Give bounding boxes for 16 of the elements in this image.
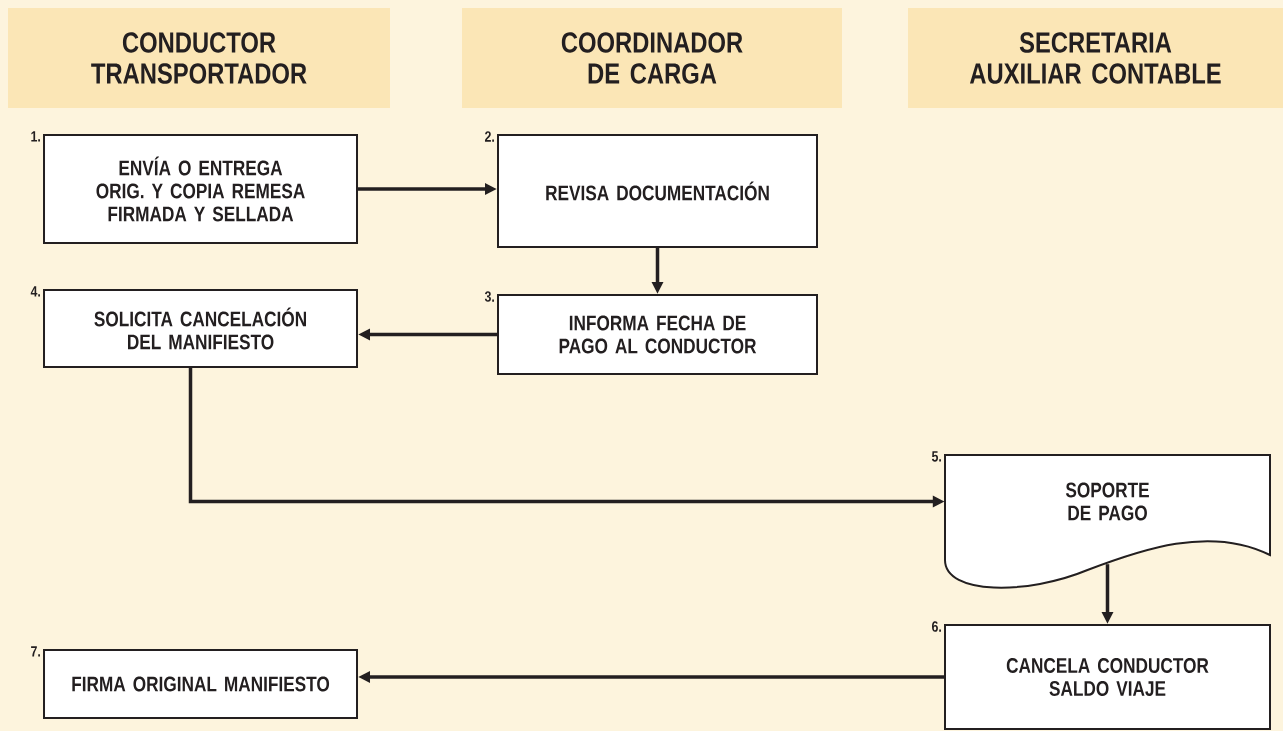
process-box: REVISA DOCUMENTACIÓN [497,134,818,248]
step-number: 3. [484,291,494,302]
step-number: 6. [932,621,941,632]
step-number: 2. [484,131,494,142]
step-number: 7. [31,646,40,657]
process-box: ENVÍA O ENTREGA ORIG. Y COPIA REMESA FIRMADA Y SELLADA [43,134,358,244]
process-box: INFORMA FECHA DE PAGO AL CONDUCTOR [497,294,818,375]
column-header: SECRETARIA AUXILIAR CONTABLE [908,8,1283,108]
step-number: 1. [31,131,40,142]
process-box: FIRMA ORIGINAL MANIFIESTO [43,649,358,719]
column-header: COORDINADOR DE CARGA [462,8,842,108]
step-number: 5. [931,451,941,462]
step-number: 4. [30,286,40,297]
column-header: CONDUCTOR TRANSPORTADOR [8,8,390,108]
process-box: SOLICITA CANCELACIÓN DEL MANIFIESTO [43,289,358,368]
process-box: CANCELA CONDUCTOR SALDO VIAJE [944,624,1271,730]
